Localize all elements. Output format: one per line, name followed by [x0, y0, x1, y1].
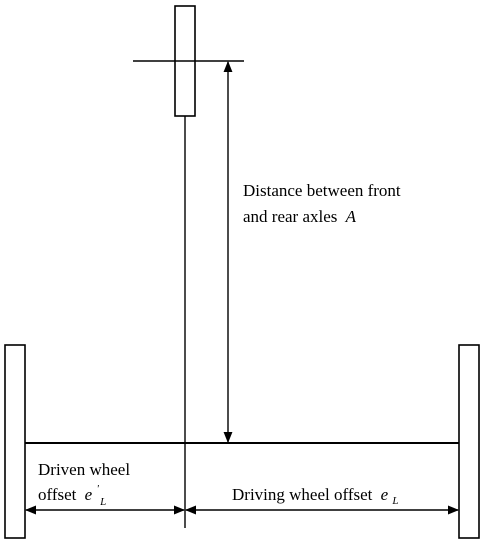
driven-offset-prime: '	[96, 483, 99, 495]
axle-distance-text: and rear axles	[243, 207, 337, 226]
driving-offset-symbol: e	[381, 485, 389, 504]
driven-offset-text: offset	[38, 485, 77, 504]
axle-distance-label-line2: and rear axles A	[243, 207, 357, 226]
axle-distance-label-line1: Distance between front	[243, 181, 401, 200]
driven-offset-subscript: L	[99, 496, 106, 508]
driving-offset-subscript: L	[391, 495, 398, 507]
driven-offset-label-line1: Driven wheel	[38, 460, 130, 479]
driven-offset-label-line2: offset e ' L	[38, 477, 106, 508]
rear-left-wheel	[4, 344, 26, 539]
axle-distance-symbol: A	[345, 207, 357, 226]
rear-right-wheel	[458, 344, 480, 539]
driven-offset-symbol: e	[85, 485, 93, 504]
driving-offset-text: Driving wheel offset	[232, 485, 373, 504]
driving-offset-label: Driving wheel offset e L	[232, 485, 399, 507]
